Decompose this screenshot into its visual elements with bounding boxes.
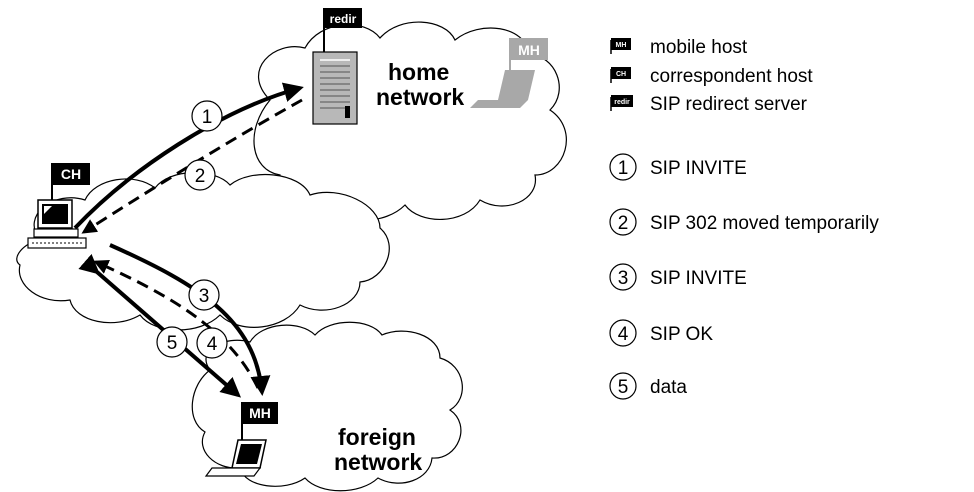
home-network-label-line1: home <box>388 59 449 85</box>
svg-text:5: 5 <box>167 333 178 354</box>
legend-ch-icon: CH <box>610 67 631 83</box>
foreign-mh-flag: MH <box>249 405 271 421</box>
svg-text:4: 4 <box>618 324 629 345</box>
redirect-server-icon <box>312 8 362 125</box>
svg-text:MH: MH <box>616 42 627 49</box>
legend-step-1: 1 <box>609 153 637 181</box>
svg-text:1: 1 <box>618 158 629 179</box>
legend-step-3-label: SIP INVITE <box>650 268 747 289</box>
correspondent-host-icon <box>27 163 90 249</box>
legend-step-5: 5 <box>609 372 637 400</box>
legend-step-1-label: SIP INVITE <box>650 158 747 179</box>
legend-correspondent-host-label: correspondent host <box>650 66 813 87</box>
foreign-network-label-line1: foreign <box>338 424 416 450</box>
svg-text:3: 3 <box>199 286 210 307</box>
arrow-step-badge-3: 3 <box>188 279 220 311</box>
legend-step-2-label: SIP 302 moved temporarily <box>650 213 879 234</box>
svg-text:3: 3 <box>618 268 629 289</box>
legend-step-2: 2 <box>609 208 637 236</box>
arrow-step-badge-4: 4 <box>196 327 228 359</box>
ch-flag: CH <box>61 166 81 182</box>
legend-redir-icon: redir <box>610 95 633 111</box>
legend-mobile-host-label: mobile host <box>650 37 748 58</box>
legend-redirect-server-label: SIP redirect server <box>650 94 808 115</box>
home-mh-flag: MH <box>518 42 540 58</box>
arrow-step-badge-5: 5 <box>156 326 188 358</box>
svg-text:4: 4 <box>207 334 218 355</box>
arrow-1-sip-invite <box>73 82 304 230</box>
home-network-label-line2: network <box>376 84 464 110</box>
legend-step-3: 3 <box>609 263 637 291</box>
svg-text:5: 5 <box>618 377 629 398</box>
legend-mh-icon: MH <box>610 38 631 54</box>
legend-step-4: 4 <box>609 319 637 347</box>
foreign-network-label-line2: network <box>334 449 422 475</box>
legend-step-4-label: SIP OK <box>650 324 713 345</box>
svg-text:CH: CH <box>616 71 626 78</box>
home-mobile-host-ghost-icon <box>470 38 548 108</box>
arrow-step-badge-2: 2 <box>184 159 216 191</box>
svg-text:1: 1 <box>202 107 213 128</box>
svg-text:2: 2 <box>195 166 206 187</box>
foreign-mobile-host-icon <box>204 402 278 477</box>
svg-text:2: 2 <box>618 213 629 234</box>
svg-text:redir: redir <box>614 99 630 106</box>
redirect-server-flag: redir <box>330 12 357 26</box>
arrow-step-badge-1: 1 <box>191 100 223 132</box>
legend-step-5-label: data <box>650 377 687 398</box>
